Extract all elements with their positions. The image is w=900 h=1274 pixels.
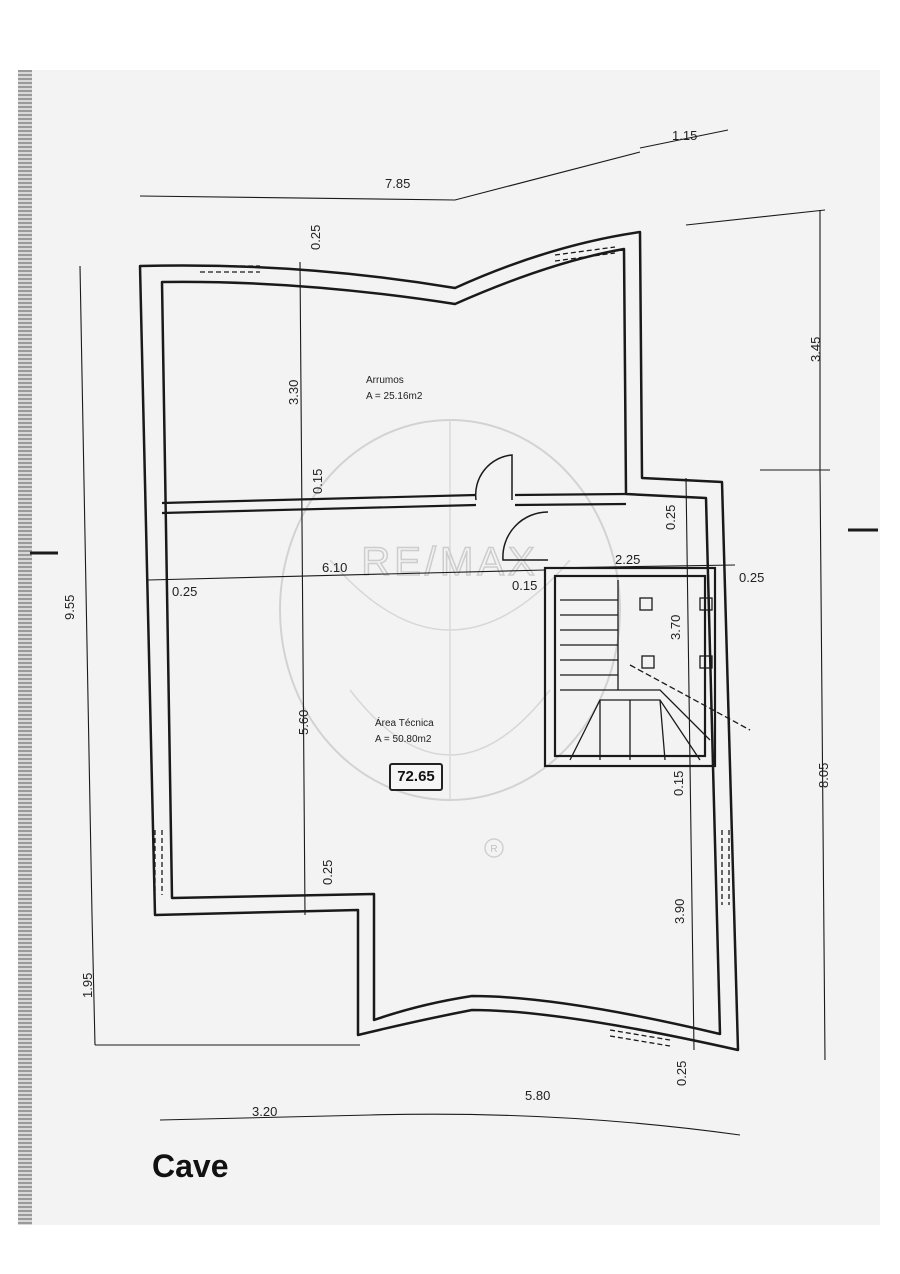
- dim-top-right: 1.15: [672, 128, 697, 143]
- room-storage-name: Arrumos: [366, 375, 404, 386]
- room-labels: Arrumos A = 25.16m2 Área Técnica A = 50.…: [366, 375, 434, 745]
- dim-stair-width: 2.25: [615, 552, 640, 567]
- interior-walls: [161, 492, 717, 768]
- dim-top-length: 7.85: [385, 176, 410, 191]
- total-area-badge: 72.65: [389, 763, 443, 791]
- dim-wall-right: 0.25: [739, 570, 764, 585]
- dim-bottom-left: 3.20: [252, 1104, 277, 1119]
- dim-wall-mid: 0.15: [310, 469, 325, 494]
- dim-right-upper: 3.45: [808, 337, 823, 362]
- watermark-registered-mark: R: [490, 844, 497, 855]
- dim-wall-bottom: 0.25: [674, 1061, 689, 1086]
- dim-left-total: 9.55: [62, 595, 77, 620]
- room-technical-area: A = 50.80m2: [375, 734, 432, 745]
- dim-tech-height: 5.60: [296, 710, 311, 735]
- dim-width-main: 6.10: [322, 560, 347, 575]
- dim-stair-height: 3.70: [668, 615, 683, 640]
- floor-title: Cave: [152, 1148, 229, 1184]
- dim-stair-wall-top: 0.25: [663, 505, 678, 530]
- dim-wall-left: 0.25: [172, 584, 197, 599]
- dim-wall-top: 0.25: [308, 225, 323, 250]
- dim-wall-lower: 0.25: [320, 860, 335, 885]
- staircase-icon: [560, 580, 751, 761]
- dim-right-lower: 3.90: [672, 899, 687, 924]
- room-storage-area: A = 25.16m2: [366, 391, 423, 402]
- watermark-text: RE/MAX: [361, 540, 538, 584]
- dim-left-lower: 1.95: [80, 973, 95, 998]
- window-icons: [154, 246, 730, 1047]
- dim-right-total: 8.05: [816, 763, 831, 788]
- dim-wall-inner: 0.15: [512, 578, 537, 593]
- watermark: RE/MAX R: [279, 419, 621, 858]
- room-technical-name: Área Técnica: [375, 716, 434, 729]
- dim-wall-stair-bottom: 0.15: [671, 771, 686, 796]
- scan-edge: [18, 70, 32, 1225]
- outer-walls: [138, 230, 740, 1052]
- dim-bottom-right: 5.80: [525, 1088, 550, 1103]
- dim-storage-height: 3.30: [286, 380, 301, 405]
- dimension-lines: [30, 129, 878, 1136]
- dimension-labels: 7.85 1.15 3.45 9.55 0.25 3.30 0.15 6.10 …: [62, 128, 831, 1119]
- door-icons: [474, 454, 549, 561]
